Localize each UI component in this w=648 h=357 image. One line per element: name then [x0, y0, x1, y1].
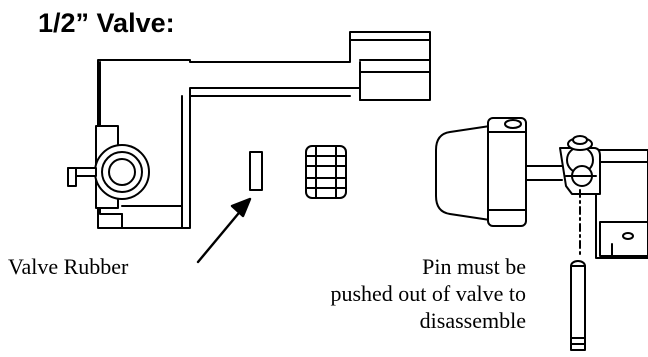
pin-note-line: Pin must be [422, 254, 526, 279]
ribbed-nut [305, 145, 347, 199]
valve-rubber-part [249, 151, 263, 191]
diagram-title: 1/2” Valve: [38, 8, 175, 38]
valve-rubber-label: Valve Rubber [8, 254, 129, 279]
pin-note-line: pushed out of valve to [330, 281, 526, 306]
pin-note-label: Pin must be pushed out of valve to disas… [330, 253, 526, 334]
valve-cup [435, 117, 563, 227]
valve-knob [67, 125, 150, 209]
valve-body [97, 31, 431, 229]
right-elbow-fitting [559, 135, 648, 259]
pin-note-line: disassemble [419, 308, 526, 333]
removed-pin [570, 260, 586, 351]
valve-rubber-arrow [196, 197, 252, 264]
